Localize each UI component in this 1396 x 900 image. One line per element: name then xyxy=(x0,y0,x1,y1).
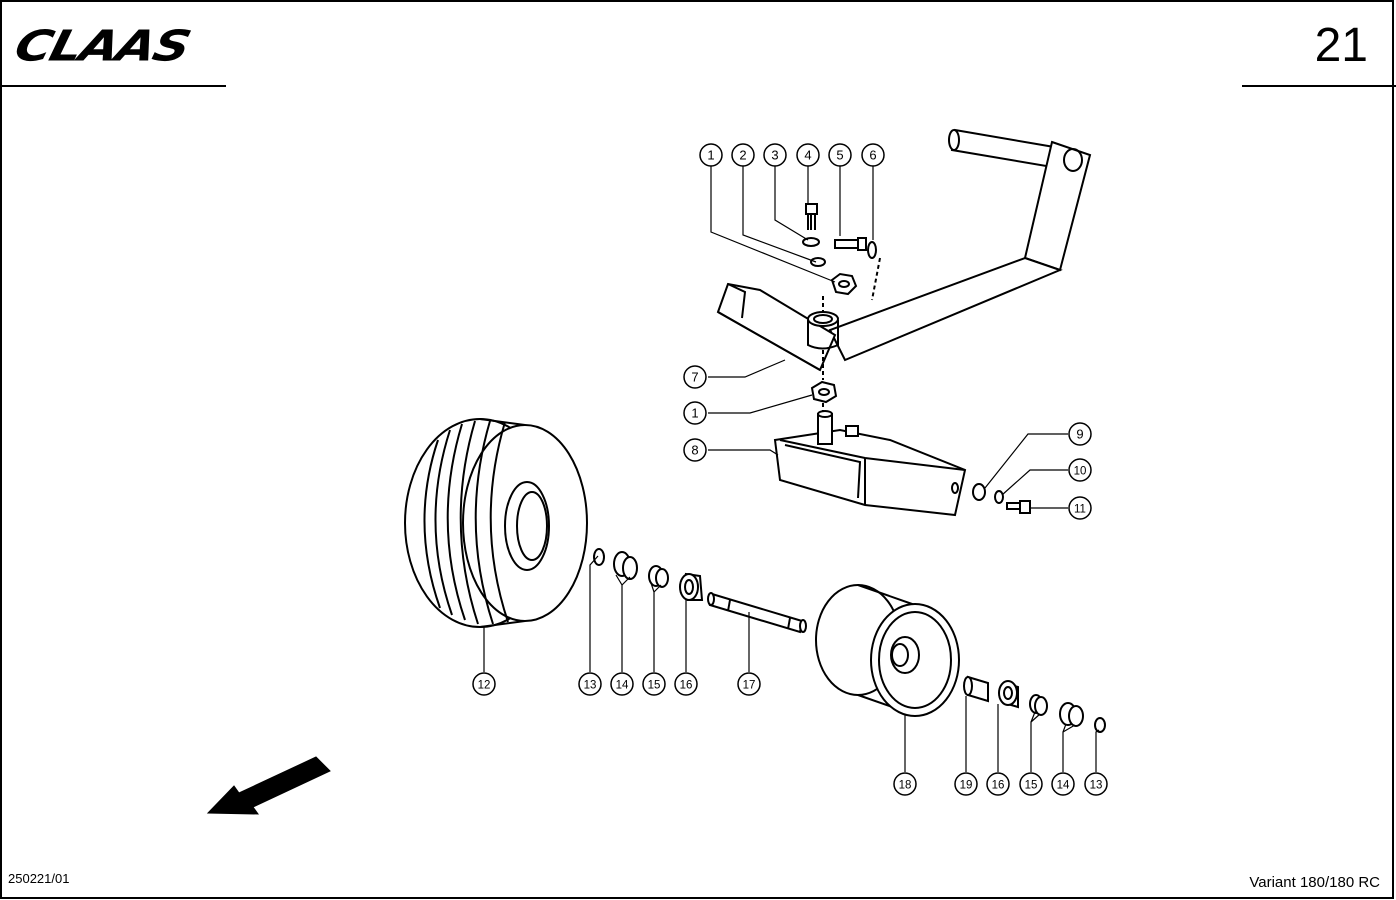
callout-label: 15 xyxy=(648,680,661,692)
callout-label: 1 xyxy=(707,148,714,163)
callout-circle xyxy=(683,365,707,389)
callout-label: 8 xyxy=(691,443,698,458)
callout-label: 5 xyxy=(836,148,843,163)
left-bearing-parts xyxy=(593,548,704,601)
callout-c3: 3 xyxy=(763,143,787,167)
hardware-bolts xyxy=(802,203,881,414)
callout-c19: 19 xyxy=(954,772,978,796)
callout-circle xyxy=(1051,772,1075,796)
callout-label: 14 xyxy=(1057,780,1070,792)
callout-c13b: 13 xyxy=(1084,772,1108,796)
callout-c6: 6 xyxy=(861,143,885,167)
callout-c16a: 16 xyxy=(674,672,698,696)
callout-c16b: 16 xyxy=(986,772,1010,796)
callout-label: 19 xyxy=(960,780,973,792)
callout-c1b: 1 xyxy=(683,401,707,425)
callout-label: 13 xyxy=(1090,780,1103,792)
callout-label: 3 xyxy=(771,148,778,163)
document-code: 250221/01 xyxy=(8,871,70,886)
tyre xyxy=(404,418,588,628)
wheel-rim xyxy=(815,584,960,717)
callout-circle xyxy=(796,143,820,167)
callout-c5: 5 xyxy=(828,143,852,167)
callout-label: 12 xyxy=(478,680,491,692)
callout-circle xyxy=(683,438,707,462)
callout-c17: 17 xyxy=(737,672,761,696)
callout-circle xyxy=(683,401,707,425)
callout-circle xyxy=(954,772,978,796)
callout-circle xyxy=(986,772,1010,796)
callout-circle xyxy=(731,143,755,167)
callout-c2: 2 xyxy=(731,143,755,167)
callout-label: 4 xyxy=(804,148,811,163)
callout-c8: 8 xyxy=(683,438,707,462)
callout-label: 6 xyxy=(869,148,876,163)
callout-label: 16 xyxy=(680,680,693,692)
callout-circle xyxy=(472,672,496,696)
callout-c14b: 14 xyxy=(1051,772,1075,796)
callout-circle xyxy=(737,672,761,696)
callout-c14a: 14 xyxy=(610,672,634,696)
fork-housing xyxy=(773,410,1031,517)
callout-label: 10 xyxy=(1074,466,1087,478)
callout-circle xyxy=(699,143,723,167)
callout-c10: 10 xyxy=(1068,458,1092,482)
callout-circle xyxy=(763,143,787,167)
callout-c15a: 15 xyxy=(642,672,666,696)
callout-circle xyxy=(828,143,852,167)
callout-c18: 18 xyxy=(893,772,917,796)
callout-label: 1 xyxy=(691,406,698,421)
callout-circle xyxy=(1019,772,1043,796)
callout-label: 7 xyxy=(691,370,698,385)
callout-label: 11 xyxy=(1074,504,1086,516)
callout-c9: 9 xyxy=(1068,422,1092,446)
callout-c15b: 15 xyxy=(1019,772,1043,796)
callout-c7: 7 xyxy=(683,365,707,389)
callout-label: 9 xyxy=(1076,427,1083,442)
callout-c11: 11 xyxy=(1068,496,1092,520)
callout-label: 16 xyxy=(992,780,1005,792)
right-bearing-parts xyxy=(963,675,1106,733)
callout-label: 17 xyxy=(743,680,756,692)
callout-circle xyxy=(893,772,917,796)
callout-circle xyxy=(861,143,885,167)
callout-label: 2 xyxy=(739,148,746,163)
page-number: 21 xyxy=(1314,19,1368,72)
callout-c1a: 1 xyxy=(699,143,723,167)
callout-c13a: 13 xyxy=(578,672,602,696)
callout-circle xyxy=(1084,772,1108,796)
callout-circle xyxy=(578,672,602,696)
callout-circle xyxy=(610,672,634,696)
callout-c12: 12 xyxy=(472,672,496,696)
callout-circle xyxy=(1068,422,1092,446)
swivel-frame xyxy=(716,128,1092,372)
brand-logo: CLAAS xyxy=(10,21,236,70)
callout-circle xyxy=(674,672,698,696)
callout-c4: 4 xyxy=(796,143,820,167)
callout-label: 13 xyxy=(584,680,597,692)
callout-circle xyxy=(1068,458,1092,482)
leader-lines xyxy=(483,166,1100,772)
brand-logo-text: CLAAS xyxy=(9,21,195,71)
direction-arrow xyxy=(206,756,331,815)
callout-circle xyxy=(1068,496,1092,520)
callout-label: 14 xyxy=(616,680,629,692)
callout-label: 18 xyxy=(899,780,912,792)
axle-shaft xyxy=(707,592,807,634)
callout-label: 15 xyxy=(1025,780,1038,792)
callout-circle xyxy=(642,672,666,696)
model-label: Variant 180/180 RC xyxy=(1249,874,1380,891)
